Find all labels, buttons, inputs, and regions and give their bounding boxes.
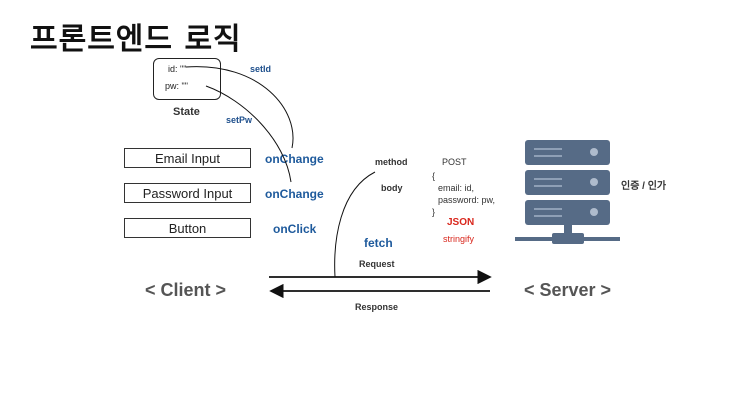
password-input-box: Password Input <box>124 183 251 203</box>
server-note: 인증 / 인가 <box>621 181 667 192</box>
body-password-line: password: pw, <box>438 195 496 205</box>
button-onclick-label: onClick <box>273 222 317 236</box>
json-label: JSON <box>447 217 475 228</box>
response-label: Response <box>355 302 399 312</box>
set-id-curve <box>185 66 294 149</box>
button-box: Button <box>124 218 251 238</box>
page-title: 프론트엔드 로직 <box>30 22 242 57</box>
body-key: body <box>381 183 403 193</box>
stringify-label: stringify <box>443 234 475 244</box>
set-pw-curve <box>205 85 292 183</box>
body-close-brace: } <box>432 207 436 217</box>
client-label: < Client > <box>145 280 227 300</box>
method-key: method <box>375 157 408 167</box>
method-value: POST <box>442 157 467 167</box>
request-label: Request <box>359 259 395 269</box>
server-icon <box>515 140 620 244</box>
fetch-label: fetch <box>364 236 393 250</box>
set-pw-label: setPw <box>226 115 253 125</box>
state-box: id: "" pw: "" <box>153 58 221 100</box>
email-onchange-label: onChange <box>265 152 324 166</box>
state-label: State <box>173 106 200 118</box>
state-pw-field: pw: "" <box>165 81 188 91</box>
body-open-brace: { <box>432 171 436 181</box>
body-email-line: email: id, <box>438 183 475 193</box>
email-input-box: Email Input <box>124 148 251 168</box>
state-id-field: id: "" <box>168 64 187 74</box>
password-onchange-label: onChange <box>265 187 324 201</box>
set-id-label: setId <box>250 64 272 74</box>
server-label: < Server > <box>524 280 612 300</box>
fetch-curve <box>334 171 376 278</box>
